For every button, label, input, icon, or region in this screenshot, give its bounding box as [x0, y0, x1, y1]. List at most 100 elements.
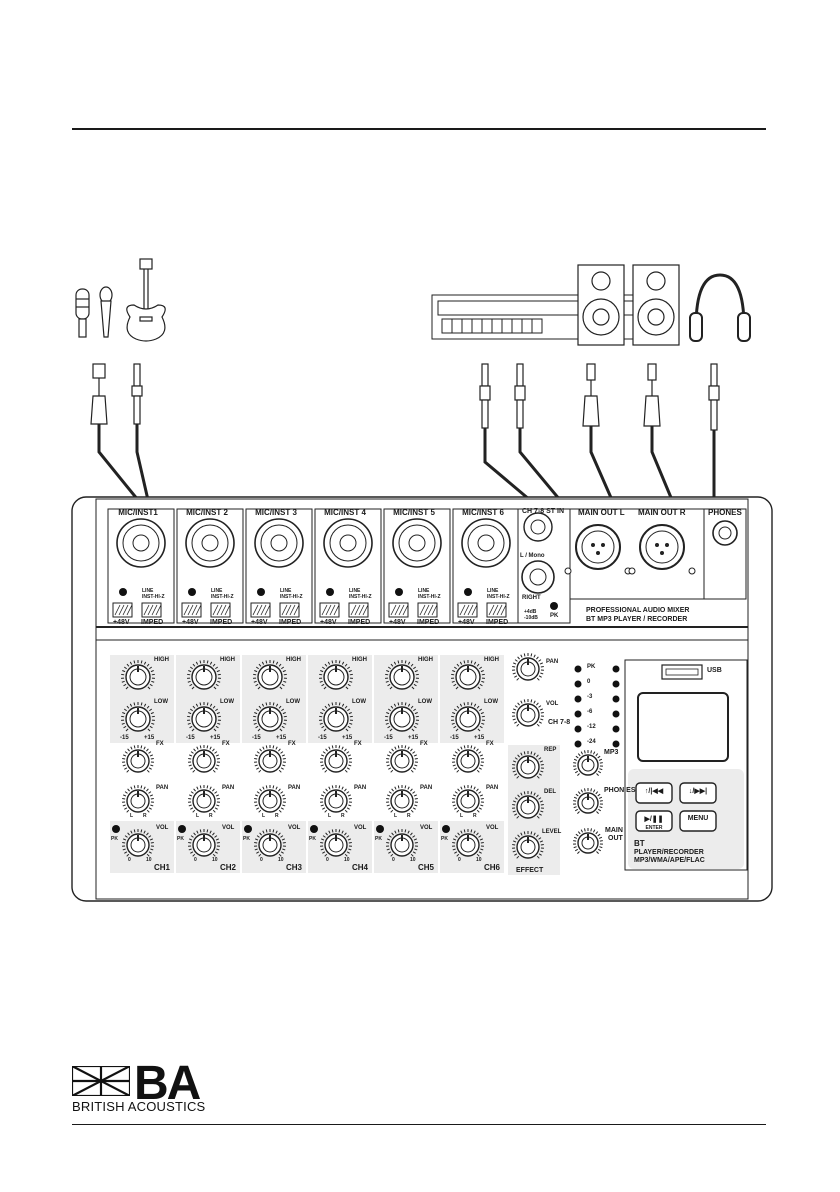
eq-max-label: +15: [144, 735, 155, 741]
phantom-48v-button[interactable]: [388, 602, 409, 618]
gain-min-label: 0: [128, 857, 131, 863]
high-eq-knob[interactable]: [187, 660, 221, 690]
pk-label: PK: [309, 836, 316, 842]
low-eq-knob[interactable]: [253, 702, 287, 732]
peak-led: [178, 825, 186, 833]
low-eq-knob[interactable]: [187, 702, 221, 732]
channel-input-label: MIC/INST 5: [393, 508, 435, 517]
imped-switch[interactable]: [417, 602, 438, 618]
fx-label: FX: [288, 741, 296, 747]
channel-number-label: CH1: [154, 863, 171, 872]
phones-jack[interactable]: [712, 520, 738, 546]
phones-level-knob[interactable]: [573, 788, 603, 814]
high-eq-knob[interactable]: [121, 660, 155, 690]
volume-knob[interactable]: [254, 829, 286, 857]
volume-knob[interactable]: [386, 829, 418, 857]
high-eq-knob[interactable]: [253, 660, 287, 690]
gain-min-label: 0: [194, 857, 197, 863]
phantom-48v-button[interactable]: [181, 602, 202, 618]
player-display: [637, 692, 729, 762]
gain-min-label: 0: [458, 857, 461, 863]
pan-r-label: R: [143, 813, 147, 819]
mp3-label: MP3: [604, 749, 619, 756]
fx-send-knob[interactable]: [452, 745, 484, 773]
input-channel-6: [452, 508, 520, 624]
fx-send-knob[interactable]: [386, 745, 418, 773]
fx-send-knob[interactable]: [254, 745, 286, 773]
effect-level-knob[interactable]: [512, 831, 544, 859]
channel-strip-3: [242, 655, 306, 873]
meter-label: -24: [587, 739, 596, 745]
low-eq-knob[interactable]: [121, 702, 155, 732]
pan-knob[interactable]: [122, 785, 154, 813]
meter-label: -6: [587, 709, 593, 715]
pan-knob[interactable]: [254, 785, 286, 813]
menu-button[interactable]: [679, 810, 717, 832]
bottom-rule: [72, 1124, 766, 1125]
eq-max-label: +15: [408, 735, 419, 741]
imped-label: IMPED: [279, 619, 302, 626]
pan-knob[interactable]: [320, 785, 352, 813]
imped-switch[interactable]: [348, 602, 369, 618]
pk-label: PK: [177, 836, 184, 842]
channel-number-label: CH5: [418, 863, 435, 872]
outputs-section: [564, 508, 747, 600]
main-out-knob[interactable]: [573, 828, 603, 854]
imped-switch[interactable]: [141, 602, 162, 618]
phantom-48v-button[interactable]: [112, 602, 133, 618]
fx-send-knob[interactable]: [320, 745, 352, 773]
pan-label: PAN: [420, 785, 433, 791]
phantom-48v-button[interactable]: [250, 602, 271, 618]
pan-knob[interactable]: [452, 785, 484, 813]
top-rule: [72, 128, 766, 130]
volume-knob[interactable]: [188, 829, 220, 857]
next-button[interactable]: [679, 782, 717, 804]
high-eq-knob[interactable]: [319, 660, 353, 690]
imped-switch[interactable]: [210, 602, 231, 618]
channel-strip-5: [374, 655, 438, 873]
volume-knob[interactable]: [452, 829, 484, 857]
high-label: HIGH: [286, 657, 301, 663]
low-eq-knob[interactable]: [319, 702, 353, 732]
effect-del-knob[interactable]: [512, 791, 544, 819]
rep-label: REP: [544, 747, 557, 753]
player-desc1: PLAYER/RECORDER: [634, 849, 704, 856]
pan-knob[interactable]: [386, 785, 418, 813]
high-eq-knob[interactable]: [451, 660, 485, 690]
imped-switch[interactable]: [279, 602, 300, 618]
vol-label: VOL: [288, 825, 301, 831]
prev-button[interactable]: [635, 782, 673, 804]
effect-rep-knob[interactable]: [512, 751, 544, 779]
fx-send-knob[interactable]: [188, 745, 220, 773]
imped-label: IMPED: [348, 619, 371, 626]
fx-send-knob[interactable]: [122, 745, 154, 773]
play-button[interactable]: [635, 810, 673, 832]
low-eq-knob[interactable]: [385, 702, 419, 732]
volume-knob[interactable]: [122, 829, 154, 857]
volume-knob[interactable]: [320, 829, 352, 857]
line-label: LINE: [142, 588, 154, 594]
fx-label: FX: [156, 741, 164, 747]
mp3-level-knob[interactable]: [573, 750, 603, 776]
gain-max-label: 10: [410, 857, 416, 863]
phantom-48v-button[interactable]: [457, 602, 478, 618]
usb-port[interactable]: [661, 664, 703, 680]
high-eq-knob[interactable]: [385, 660, 419, 690]
channel-number-label: CH2: [220, 863, 237, 872]
guitar-icon: [126, 258, 166, 342]
phantom-48v-button[interactable]: [319, 602, 340, 618]
pan-knob[interactable]: [188, 785, 220, 813]
imped-switch[interactable]: [486, 602, 507, 618]
low-eq-knob[interactable]: [451, 702, 485, 732]
stereo-vol-knob[interactable]: [512, 699, 544, 727]
channel-input-label: MIC/INST 4: [324, 508, 366, 517]
stereo-pan-knob[interactable]: [512, 653, 544, 681]
pan-l-label: L: [196, 813, 200, 819]
pan-r-label: R: [341, 813, 345, 819]
main-out-r-jack[interactable]: [639, 524, 685, 570]
channel-strip-6: [440, 655, 504, 873]
mixer-title-line2: BT MP3 PLAYER / RECORDER: [586, 616, 688, 623]
main-out-l-jack[interactable]: [575, 524, 621, 570]
pan-label: PAN: [288, 785, 301, 791]
high-label: HIGH: [352, 657, 367, 663]
